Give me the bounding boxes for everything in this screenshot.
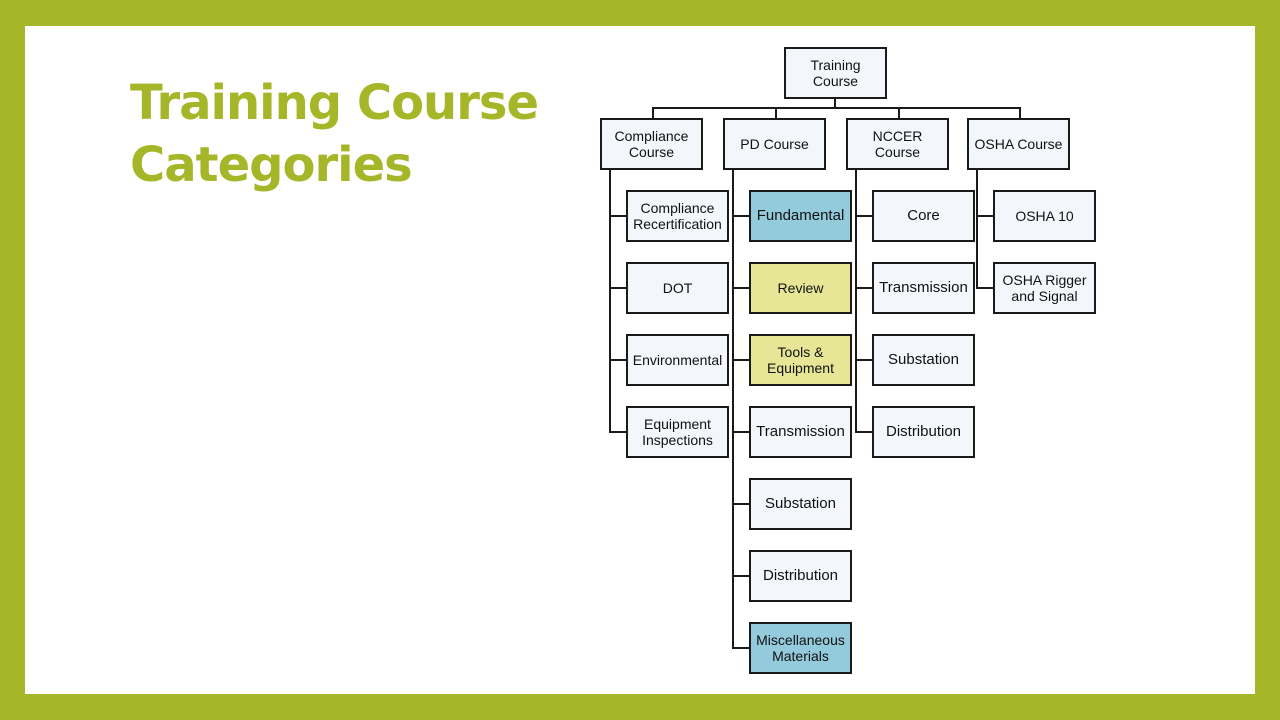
connector-category-osha-course	[1018, 107, 1021, 118]
spine-pd-course	[732, 170, 734, 649]
branch-nccer-course-0	[855, 215, 872, 217]
course-node-nccer-course-transmission: Transmission	[872, 262, 975, 314]
category-node-nccer-course: NCCER Course	[846, 118, 949, 170]
branch-pd-course-4	[732, 503, 749, 505]
course-node-pd-course-tools-equipment: Tools & Equipment	[749, 334, 852, 386]
course-node-pd-course-tools-equipment-label: Tools & Equipment	[767, 344, 834, 376]
course-node-nccer-course-substation-label: Substation	[888, 351, 959, 368]
course-node-nccer-course-distribution: Distribution	[872, 406, 975, 458]
course-node-compliance-course-dot-label: DOT	[662, 280, 693, 296]
connector-category-nccer-course	[897, 107, 900, 118]
course-node-osha-course-osha-10-label: OSHA 10	[1015, 208, 1074, 224]
course-node-compliance-course-environmental-label: Environmental	[632, 352, 723, 368]
course-node-pd-course-substation-label: Substation	[765, 495, 836, 512]
spine-compliance-course	[609, 170, 611, 433]
course-node-pd-course-fundamental-label: Fundamental	[756, 207, 845, 224]
branch-compliance-course-0	[609, 215, 626, 217]
course-node-pd-course-transmission-label: Transmission	[756, 423, 845, 440]
root-node: Training Course	[784, 47, 887, 99]
category-node-pd-course: PD Course	[723, 118, 826, 170]
course-node-osha-course-osha-rigger-and-signal-label: OSHA Rigger and Signal	[1002, 272, 1087, 304]
branch-nccer-course-1	[855, 287, 872, 289]
course-node-pd-course-miscellaneous-materials: Miscellaneous Materials	[749, 622, 852, 674]
branch-compliance-course-1	[609, 287, 626, 289]
course-node-pd-course-transmission: Transmission	[749, 406, 852, 458]
connector-category-pd-course	[774, 107, 777, 118]
course-node-pd-course-miscellaneous-materials-label: Miscellaneous Materials	[756, 632, 845, 664]
course-node-nccer-course-distribution-label: Distribution	[885, 423, 962, 440]
course-node-osha-course-osha-10: OSHA 10	[993, 190, 1096, 242]
root-node-label: Training Course	[810, 57, 861, 89]
category-node-osha-course-label: OSHA Course	[974, 136, 1063, 152]
connector-bus	[651, 107, 1021, 109]
category-node-nccer-course-label: NCCER Course	[872, 128, 923, 160]
course-node-pd-course-fundamental: Fundamental	[749, 190, 852, 242]
course-node-compliance-course-compliance-recertification-label: Compliance Recertification	[633, 200, 722, 232]
course-node-pd-course-distribution: Distribution	[749, 550, 852, 602]
course-node-nccer-course-core: Core	[872, 190, 975, 242]
course-node-compliance-course-dot: DOT	[626, 262, 729, 314]
course-node-nccer-course-substation: Substation	[872, 334, 975, 386]
course-node-pd-course-review: Review	[749, 262, 852, 314]
spine-osha-course	[976, 170, 978, 289]
connector-root	[834, 99, 836, 107]
course-node-compliance-course-equipment-inspections: Equipment Inspections	[626, 406, 729, 458]
course-node-pd-course-distribution-label: Distribution	[762, 567, 839, 584]
course-node-pd-course-substation: Substation	[749, 478, 852, 530]
course-node-pd-course-review-label: Review	[777, 280, 824, 296]
branch-pd-course-2	[732, 359, 749, 361]
branch-compliance-course-2	[609, 359, 626, 361]
branch-pd-course-3	[732, 431, 749, 433]
course-node-osha-course-osha-rigger-and-signal: OSHA Rigger and Signal	[993, 262, 1096, 314]
category-node-pd-course-label: PD Course	[740, 136, 809, 152]
category-node-osha-course: OSHA Course	[967, 118, 1070, 170]
connector-category-compliance-course	[651, 107, 654, 118]
spine-nccer-course	[855, 170, 857, 433]
course-node-compliance-course-environmental: Environmental	[626, 334, 729, 386]
branch-osha-course-1	[976, 287, 993, 289]
branch-pd-course-0	[732, 215, 749, 217]
category-node-compliance-course-label: Compliance Course	[614, 128, 689, 160]
slide-title: Training Course Categories	[130, 75, 539, 193]
branch-pd-course-6	[732, 647, 749, 649]
branch-nccer-course-2	[855, 359, 872, 361]
course-node-nccer-course-transmission-label: Transmission	[879, 279, 968, 296]
branch-nccer-course-3	[855, 431, 872, 433]
course-node-nccer-course-core-label: Core	[907, 207, 940, 224]
course-node-compliance-course-equipment-inspections-label: Equipment Inspections	[642, 416, 713, 448]
branch-osha-course-0	[976, 215, 993, 217]
branch-pd-course-1	[732, 287, 749, 289]
branch-pd-course-5	[732, 575, 749, 577]
category-node-compliance-course: Compliance Course	[600, 118, 703, 170]
course-node-compliance-course-compliance-recertification: Compliance Recertification	[626, 190, 729, 242]
branch-compliance-course-3	[609, 431, 626, 433]
